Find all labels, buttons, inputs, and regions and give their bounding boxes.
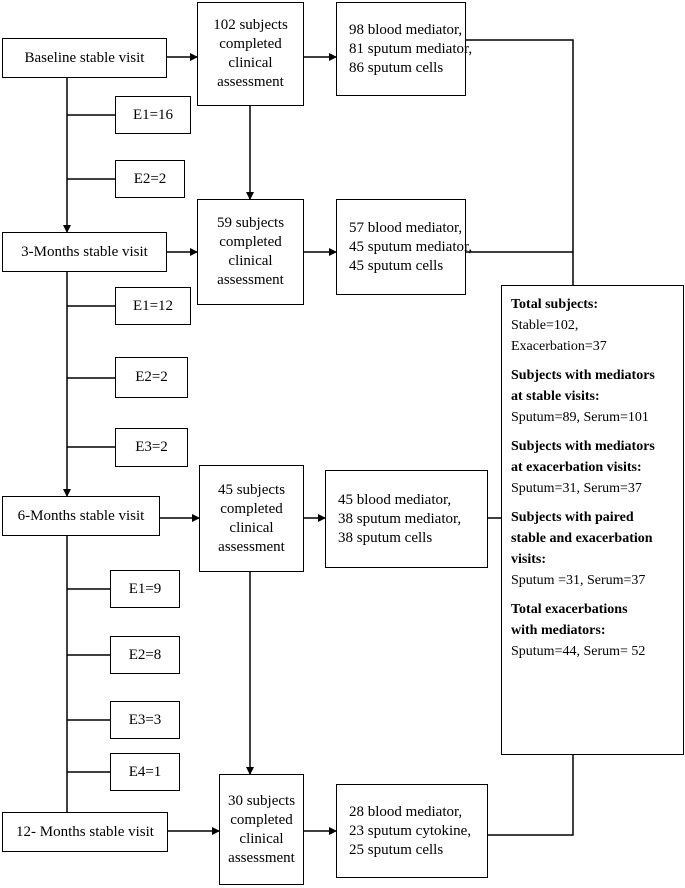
summary-heading: at stable visits: xyxy=(511,389,600,404)
summary-heading: Total exacerbations xyxy=(511,602,628,617)
clinical-line: clinical xyxy=(239,830,284,847)
samples-box-12-months: 28 blood mediator, 23 sputum cytokine, 2… xyxy=(336,784,488,878)
samples-line: 38 sputum mediator, xyxy=(338,510,462,527)
exacerbation-box: E2=8 xyxy=(110,636,180,674)
clinical-line: completed xyxy=(219,234,282,250)
clinical-line: clinical xyxy=(228,55,273,71)
visit-box-3-months: 3-Months stable visit xyxy=(2,232,167,272)
visit-box-6-months: 6-Months stable visit xyxy=(2,496,160,536)
samples-line: 25 sputum cells xyxy=(349,841,444,858)
bracket-upper xyxy=(466,39,574,253)
summary-heading: Subjects with paired xyxy=(511,510,634,525)
clinical-line: assessment xyxy=(217,272,284,288)
summary-section-exacerbation-mediators: Subjects with mediators at exacerbation … xyxy=(511,436,677,499)
summary-section-stable-mediators: Subjects with mediators at stable visits… xyxy=(511,365,677,428)
summary-value: Sputum=31, Serum=37 xyxy=(511,481,642,496)
samples-line: 86 sputum cells xyxy=(349,59,444,76)
bracket-lower xyxy=(488,755,574,836)
exacerbation-box: E1=16 xyxy=(115,96,191,134)
summary-value: Sputum=89, Serum=101 xyxy=(511,410,649,425)
samples-line: 45 blood mediator, xyxy=(338,491,452,508)
clinical-line: clinical xyxy=(229,519,274,536)
summary-section-total-subjects: Total subjects: Stable=102, Exacerbation… xyxy=(511,294,677,357)
clinical-line: clinical xyxy=(228,253,273,269)
visit-box-12-months: 12- Months stable visit xyxy=(2,812,168,852)
samples-box-6-months: 45 blood mediator, 38 sputum mediator, 3… xyxy=(325,470,488,568)
samples-line: 45 sputum mediator, xyxy=(349,238,473,255)
summary-heading: Total subjects: xyxy=(511,297,598,312)
samples-line: 45 sputum cells xyxy=(349,257,444,274)
exacerbation-label: E4=1 xyxy=(128,763,162,780)
summary-heading: at exacerbation visits: xyxy=(511,460,642,475)
exacerbation-box: E2=2 xyxy=(115,357,188,398)
clinical-line: assessment xyxy=(228,849,295,866)
summary-heading: stable and exacerbation xyxy=(511,531,653,546)
samples-box-3-months: 57 blood mediator, 45 sputum mediator, 4… xyxy=(336,199,472,295)
clinical-line: completed xyxy=(220,500,283,517)
summary-heading: with mediators: xyxy=(511,623,606,638)
summary-heading: Subjects with mediators xyxy=(511,439,655,454)
visit-box-baseline: Baseline stable visit xyxy=(2,38,167,78)
samples-line: 98 blood mediator, xyxy=(349,21,463,38)
summary-heading: Subjects with mediators xyxy=(511,368,655,383)
samples-line: 57 blood mediator, xyxy=(349,219,463,236)
clinical-box-12-months: 30 subjects completed clinical assessmen… xyxy=(219,774,304,885)
exacerbation-label: E3=3 xyxy=(128,711,162,728)
clinical-line: 102 subjects xyxy=(213,17,288,33)
summary-value: Sputum =31, Serum=37 xyxy=(511,573,646,588)
samples-line: 81 sputum mediator, xyxy=(349,40,473,57)
clinical-line: 30 subjects xyxy=(227,792,296,809)
clinical-line: 45 subjects xyxy=(217,481,286,498)
summary-section-paired-visits: Subjects with paired stable and exacerba… xyxy=(511,507,677,591)
exacerbation-box: E2=2 xyxy=(115,160,185,198)
exacerbation-box: E1=9 xyxy=(110,570,180,608)
summary-heading: visits: xyxy=(511,552,546,567)
summary-panel: Total subjects: Stable=102, Exacerbation… xyxy=(501,285,684,755)
clinical-line: completed xyxy=(219,36,282,52)
clinical-line: completed xyxy=(230,811,293,828)
clinical-box-6-months: 45 subjects completed clinical assessmen… xyxy=(199,465,304,572)
exacerbation-box: E3=3 xyxy=(110,701,180,739)
visit-label: 6-Months stable visit xyxy=(17,507,145,524)
visit-label: 12- Months stable visit xyxy=(16,823,154,840)
visit-label: 3-Months stable visit xyxy=(21,243,148,260)
clinical-line: assessment xyxy=(217,74,284,90)
clinical-box-baseline: 102 subjects completed clinical assessme… xyxy=(197,2,304,106)
exacerbation-label: E2=8 xyxy=(128,646,162,663)
exacerbation-label: E3=2 xyxy=(135,439,168,455)
exacerbation-box: E4=1 xyxy=(110,753,180,791)
summary-section-total-exacerbations: Total exacerbations with mediators: Sput… xyxy=(511,599,677,662)
summary-value: Stable=102, xyxy=(511,318,579,333)
exacerbation-label: E1=9 xyxy=(128,580,162,597)
exacerbation-box: E1=12 xyxy=(115,287,191,325)
summary-value: Exacerbation=37 xyxy=(511,339,607,354)
exacerbation-label: E1=16 xyxy=(132,106,174,123)
clinical-line: 59 subjects xyxy=(216,215,285,231)
exacerbation-box: E3=2 xyxy=(115,428,188,467)
summary-value: Sputum=44, Serum= 52 xyxy=(511,644,646,659)
samples-line: 23 sputum cytokine, xyxy=(349,822,472,839)
exacerbation-label: E2=2 xyxy=(135,369,168,385)
clinical-line: assessment xyxy=(218,538,285,555)
exacerbation-label: E1=12 xyxy=(132,297,174,314)
clinical-box-3-months: 59 subjects completed clinical assessmen… xyxy=(197,199,304,305)
samples-box-baseline: 98 blood mediator, 81 sputum mediator, 8… xyxy=(336,2,472,96)
exacerbation-label: E2=2 xyxy=(133,170,167,187)
visit-label: Baseline stable visit xyxy=(24,49,145,66)
samples-line: 38 sputum cells xyxy=(338,529,433,546)
samples-line: 28 blood mediator, xyxy=(349,803,463,820)
